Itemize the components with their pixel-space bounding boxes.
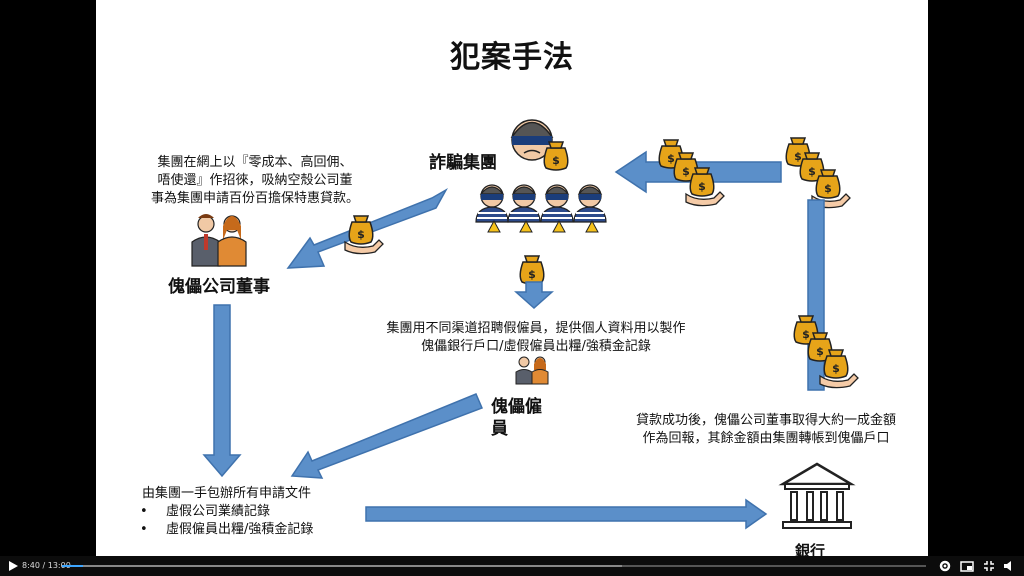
arrow-docs-to-bank bbox=[365, 498, 768, 530]
text-line: 貸款成功後，傀儡公司董事取得大約一成金額 bbox=[635, 413, 896, 428]
money-bag-icon bbox=[519, 255, 545, 285]
text-line: 作為回報，其餘金額由集團轉帳到傀儡戶口 bbox=[642, 431, 890, 446]
thief-icon bbox=[475, 184, 509, 223]
text-line: 集團在網上以『零成本、高回佣、 bbox=[157, 155, 353, 170]
thief-icon bbox=[573, 184, 607, 223]
director-label: 傀儡公司董事 bbox=[168, 277, 270, 297]
documents-list: •虛假公司業績記錄 •虛假僱員出糧/強積金記錄 bbox=[140, 503, 313, 539]
flow-diagram: $ bbox=[191, 119, 859, 530]
play-icon[interactable] bbox=[6, 559, 20, 573]
text-line: 集團用不同渠道招聘假僱員，提供個人資料用以製作 bbox=[386, 321, 686, 336]
director-description: 集團在網上以『零成本、高回佣、 唔使還』作招徠，吸納空殼公司董 事為集團申請百份… bbox=[120, 154, 390, 208]
gang-label: 詐騙集團 bbox=[429, 153, 497, 173]
director-people-icon bbox=[191, 214, 247, 267]
warning-icons bbox=[487, 219, 599, 233]
slide: 犯案手法 $ bbox=[96, 0, 928, 556]
employee-label: 傀儡僱 員 bbox=[491, 396, 542, 440]
exit-fullscreen-icon[interactable] bbox=[982, 559, 996, 573]
repayment-description: 貸款成功後，傀儡公司董事取得大約一成金額 作為回報，其餘金額由集團轉帳到傀儡戶口 bbox=[606, 412, 926, 448]
bank-label: 銀行 bbox=[795, 542, 826, 556]
thief-icon bbox=[540, 184, 574, 223]
volume-icon[interactable] bbox=[1002, 559, 1016, 573]
text-line: 唔使還』作招徠，吸納空殼公司董 bbox=[157, 173, 353, 188]
arrow-director-to-docs bbox=[202, 304, 242, 478]
text-line: 傀儡銀行戶口/虛假僱員出糧/強積金記錄 bbox=[421, 339, 651, 354]
documents-heading: 由集團一手包辦所有申請文件 bbox=[142, 486, 312, 501]
arrow-employee-to-docs bbox=[290, 393, 483, 479]
slide-title: 犯案手法 bbox=[450, 40, 574, 75]
employee-description: 集團用不同渠道招聘假僱員，提供個人資料用以製作 傀儡銀行戶口/虛假僱員出糧/強積… bbox=[346, 320, 726, 356]
thief-boss-icon bbox=[510, 119, 569, 171]
text-line: 員 bbox=[491, 419, 508, 439]
progress-fill bbox=[62, 565, 83, 567]
thief-icon bbox=[507, 184, 541, 223]
text-line: 傀儡僱 bbox=[491, 397, 542, 417]
text-line: 事為集團申請百份百擔保特惠貸款。 bbox=[150, 191, 359, 206]
employee-people-icon bbox=[515, 356, 549, 385]
list-item: •虛假僱員出糧/強積金記錄 bbox=[140, 522, 314, 537]
buffered-bar bbox=[62, 565, 622, 567]
time-display: 8:40 / 13:00 bbox=[22, 561, 71, 570]
gear-icon[interactable] bbox=[938, 559, 952, 573]
list-item: •虛假公司業績記錄 bbox=[140, 504, 271, 519]
miniplayer-icon[interactable] bbox=[960, 559, 974, 573]
video-controls: 8:40 / 13:00 bbox=[0, 556, 1024, 576]
bank-icon bbox=[778, 462, 856, 529]
arrow-gang-to-employee bbox=[514, 281, 554, 310]
